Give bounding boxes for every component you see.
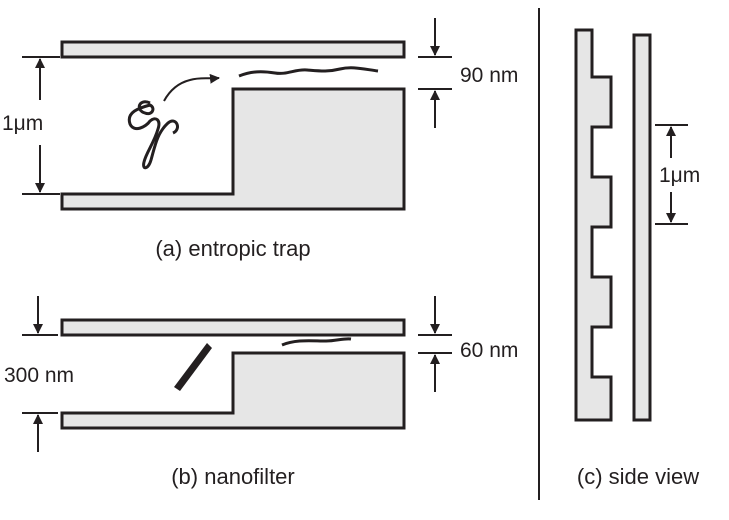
- panel-b-top-plate: [60, 318, 406, 337]
- panel-a-caption: (a) entropic trap: [155, 236, 310, 261]
- panel-b-caption: (b) nanofilter: [171, 464, 295, 489]
- panel-c-corrugated-wall: [574, 28, 613, 422]
- panel-a-gap-label: 90 nm: [460, 64, 518, 87]
- panel-a-depth-label: 1μm: [2, 112, 43, 135]
- rod-molecule: [174, 343, 212, 391]
- panel-c-flat-wall: [632, 33, 652, 422]
- panel-c-side-view: 1μm (c) side view: [574, 28, 700, 489]
- panel-b-gap-label: 60 nm: [460, 339, 518, 362]
- panel-c-caption: (c) side view: [577, 464, 699, 489]
- dna-motion-arrow: [163, 73, 220, 102]
- stretched-dna-molecule-a: [238, 66, 379, 78]
- panel-a-top-plate: [60, 40, 406, 59]
- panel-b-bottom-step: [60, 351, 406, 430]
- panel-a-entropic-trap: 1μm 90 nm (a) entropic trap: [2, 18, 518, 261]
- coiled-dna-molecule: [127, 100, 179, 170]
- panel-b-depth-label: 300 nm: [4, 364, 74, 387]
- stretched-dna-molecule-b: [281, 337, 352, 347]
- panel-b-nanofilter: 300 nm 60 nm (b) nanofilter: [4, 296, 518, 489]
- panel-c-period-label: 1μm: [659, 164, 700, 187]
- panel-a-bottom-step: [60, 87, 406, 211]
